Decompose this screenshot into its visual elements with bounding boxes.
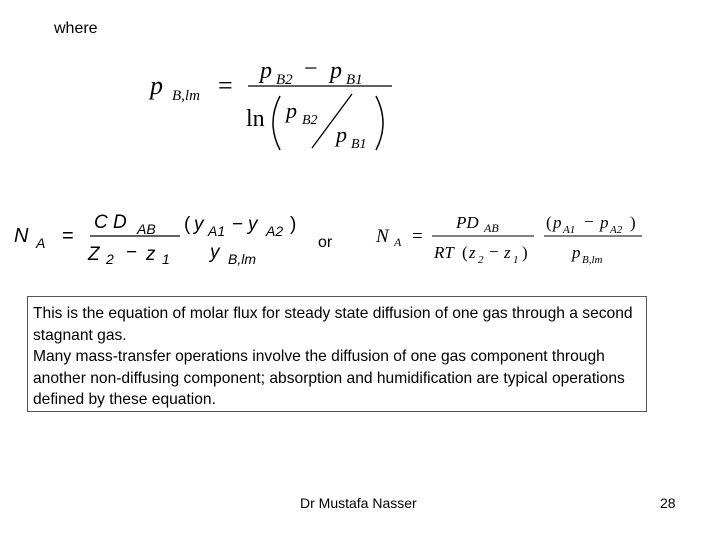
z2-sub: 2 (105, 251, 114, 267)
z1-text: z (145, 244, 156, 265)
z2p-sub: 2 (478, 254, 484, 266)
flux-equals: = (62, 225, 74, 247)
inner-pb2-sub: B2 (302, 113, 318, 128)
num-pb2: p (258, 58, 272, 84)
cd-text: C D (94, 212, 127, 233)
pa2-text: p (599, 213, 609, 232)
num-pb2-sub: B2 (276, 72, 293, 88)
z1p-text: z (503, 243, 511, 262)
z2p-text: z (468, 243, 476, 262)
num-pb1-sub: B1 (346, 72, 363, 88)
paren-open: ( (462, 243, 468, 262)
paren-close-2: ) (630, 213, 636, 232)
equals-sign: = (218, 71, 233, 100)
left-paren (272, 95, 281, 151)
yb-text: y (208, 242, 221, 263)
right-paren (375, 95, 384, 151)
ya1-sub: A1 (207, 223, 225, 239)
lhs-sub: B,lm (172, 88, 200, 104)
ya2-sub: A2 (265, 223, 283, 239)
description-line-1: This is the equation of molar flux for s… (33, 305, 633, 344)
pressure-den-minus: − (489, 242, 499, 261)
description-box: This is the equation of molar flux for s… (27, 296, 647, 412)
paren-open: ( (184, 214, 191, 235)
pressure-num-minus: − (584, 212, 594, 231)
inner-slash (311, 93, 353, 149)
pb-sub: B,lm (582, 254, 603, 266)
pa1-sub: A1 (562, 224, 575, 236)
where-label: where (54, 20, 98, 37)
pa2-sub: A2 (609, 224, 623, 236)
flux-p-equals: = (412, 226, 423, 247)
flux-pressure-formula: N A = PD AB RT ( z 2 − z 1 ) ( p A1 − p … (375, 212, 642, 266)
flux-n: N (14, 225, 29, 247)
inner-pb1-sub: B1 (351, 137, 367, 152)
flux-concentration-formula: N A = C D AB Z 2 − z 1 ( y A1 − y A2 ) y… (14, 212, 296, 267)
log-mean-pressure-formula: p B,lm = p B2 − p B1 ln p B2 p B1 (148, 56, 392, 152)
num-minus: − (304, 56, 318, 82)
page-number: 28 (660, 495, 676, 511)
paren-close: ) (522, 243, 528, 262)
pb-text: p (571, 243, 581, 262)
lhs-p: p (148, 71, 163, 100)
inner-pb1: p (334, 122, 347, 147)
yb-sub: B,lm (228, 251, 256, 267)
inner-pb2: p (284, 98, 297, 123)
flux-n-sub: A (35, 235, 45, 251)
or-label: or (318, 234, 333, 251)
cd-sub: AB (136, 221, 156, 237)
rt-text: RT (433, 243, 455, 262)
num-pb1: p (328, 58, 342, 84)
numerator-minus: − (232, 214, 243, 235)
ya2-text: y (246, 214, 259, 235)
flux-p-n-sub: A (393, 235, 402, 249)
z2-text: Z (87, 244, 101, 265)
ln-text: ln (246, 106, 265, 132)
z1-sub: 1 (162, 251, 170, 267)
paren-open-2: ( (546, 213, 552, 232)
description-line-2: Many mass-transfer operations involve th… (33, 348, 625, 408)
pd-sub: AB (483, 221, 499, 235)
pd-text: PD (455, 213, 479, 232)
z1p-sub: 1 (513, 254, 519, 266)
denominator-minus: − (126, 242, 137, 263)
paren-close: ) (290, 214, 296, 235)
footer-author: Dr Mustafa Nasser (300, 495, 417, 511)
ya1-text: y (192, 214, 205, 235)
pa1-text: p (552, 213, 562, 232)
flux-p-n: N (375, 226, 390, 247)
